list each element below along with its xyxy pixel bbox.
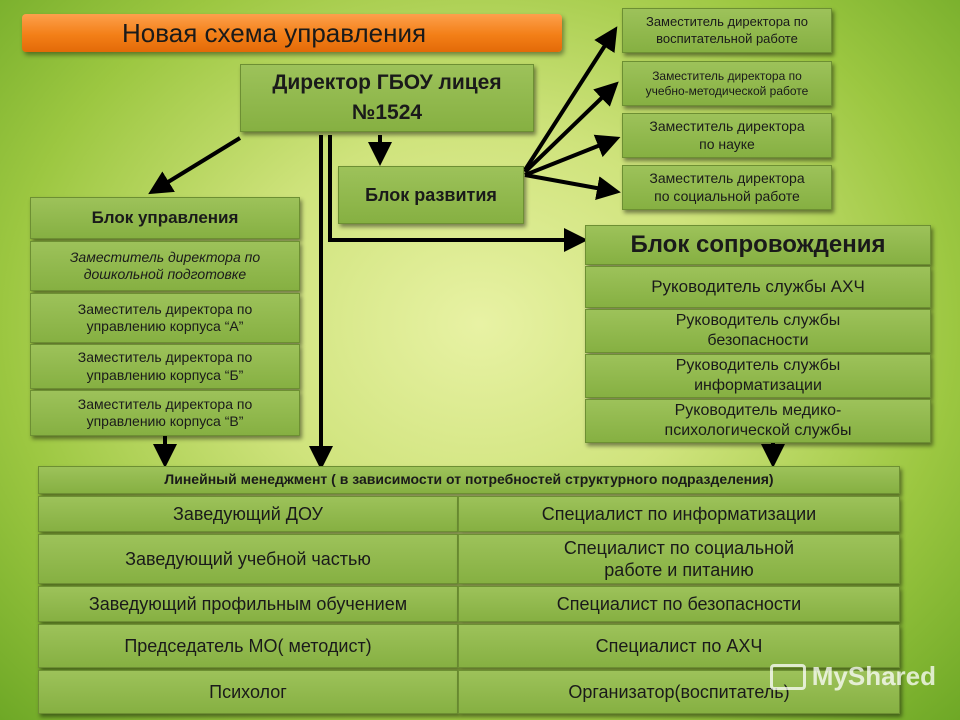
management-item-1-line2: дошкольной подготовке: [83, 266, 247, 282]
support-item-4-line2: психологической службы: [664, 422, 852, 439]
dev-deputy-4: Заместитель директора по социальной рабо…: [622, 165, 832, 210]
support-item-2-line1: Руководитель службы: [675, 312, 841, 329]
support-item-2-line2: безопасности: [707, 332, 809, 349]
support-item-4: Руководитель медико- психологической слу…: [585, 399, 931, 443]
linear-management-header-text: Линейный менеджмент ( в зависимости от п…: [164, 471, 774, 488]
page-title: Новая схема управления: [22, 14, 562, 52]
arrow-dev-to-deputy-4: [524, 173, 621, 200]
support-item-1-line1: Руководитель службы АХЧ: [651, 277, 865, 297]
support-block-label: Блок сопровождения: [630, 231, 886, 258]
management-item-3-line2: управлению корпуса “Б”: [86, 366, 244, 383]
watermark: MyShared: [769, 661, 936, 692]
management-item-4-line1: Заместитель директора по: [77, 395, 253, 412]
management-item-2: Заместитель директора по управлению корп…: [30, 293, 300, 343]
dev-deputy-1-line2: воспитательной работе: [656, 30, 798, 46]
development-block-box: Блок развития: [338, 166, 524, 224]
dev-deputy-3-line1: Заместитель директора: [649, 118, 805, 134]
linear-left-1: Заведующий ДОУ: [38, 496, 458, 532]
presentation-icon: [769, 663, 806, 690]
dev-deputy-2-line1: Заместитель директора по: [652, 68, 802, 83]
management-item-4: Заместитель директора по управлению корп…: [30, 390, 300, 436]
management-item-2-line2: управлению корпуса “А”: [86, 318, 244, 334]
director-box: Директор ГБОУ лицея №1524: [240, 64, 534, 132]
dev-deputy-2: Заместитель директора по учебно-методиче…: [622, 61, 832, 106]
dev-deputy-1-line1: Заместитель директора по: [645, 14, 809, 30]
dev-deputy-2-line2: учебно-методической работе: [645, 83, 809, 98]
support-item-2: Руководитель службы безопасности: [585, 309, 931, 353]
linear-right-5-text: Организатор(воспитатель): [568, 681, 790, 702]
management-item-4-line2: управлению корпуса “В”: [86, 413, 244, 429]
support-item-3-line2: информатизации: [694, 377, 822, 394]
linear-left-5-text: Психолог: [209, 681, 287, 702]
linear-left-4: Председатель МО( методист): [38, 624, 458, 668]
management-block-header: Блок управления: [30, 197, 300, 239]
linear-right-2: Специалист по социальной работе и питани…: [458, 534, 900, 584]
linear-left-4-text: Председатель МО( методист): [124, 635, 372, 656]
management-item-1-line1: Заместитель директора по: [69, 248, 261, 265]
linear-right-3-text: Специалист по безопасности: [556, 593, 802, 614]
management-item-3: Заместитель директора по управлению корп…: [30, 344, 300, 389]
dev-deputy-1: Заместитель директора по воспитательной …: [622, 8, 832, 53]
arrow-director-to-support: [328, 135, 588, 252]
linear-left-2: Заведующий учебной частью: [38, 534, 458, 584]
director-line1: Директор ГБОУ лицея: [272, 70, 502, 94]
dev-deputy-4-line2: по социальной работе: [654, 187, 800, 204]
linear-right-2-line2: работе и питанию: [604, 560, 754, 580]
support-item-3: Руководитель службы информатизации: [585, 354, 931, 398]
linear-left-1-text: Заведующий ДОУ: [172, 503, 323, 524]
management-item-2-line1: Заместитель директора по: [77, 300, 253, 317]
watermark-text: MyShared: [811, 661, 936, 691]
linear-left-2-text: Заведующий учебной частью: [125, 548, 371, 569]
arrow-dev-to-deputy-3: [524, 134, 621, 177]
dev-deputy-3-line2: по науке: [699, 135, 755, 152]
management-block-label: Блок управления: [91, 208, 239, 228]
management-item-1: Заместитель директора по дошкольной подг…: [30, 241, 300, 291]
linear-right-1-text: Специалист по информатизации: [541, 503, 817, 524]
linear-right-1: Специалист по информатизации: [458, 496, 900, 532]
support-item-4-line1: Руководитель медико-: [674, 402, 842, 419]
arrow-director-to-management: [148, 136, 242, 195]
support-block-header: Блок сопровождения: [585, 225, 931, 265]
development-block-label: Блок развития: [365, 184, 497, 205]
director-line2: №1524: [351, 101, 423, 124]
linear-right-2-line1: Специалист по социальной: [563, 537, 795, 558]
linear-management-header: Линейный менеджмент ( в зависимости от п…: [38, 466, 900, 494]
linear-left-5: Психолог: [38, 670, 458, 714]
linear-right-5: Организатор(воспитатель): [458, 670, 900, 714]
dev-deputy-4-line1: Заместитель директора: [649, 170, 805, 186]
arrow-dev-to-deputy-2: [523, 81, 619, 174]
linear-right-4-text: Специалист по АХЧ: [595, 635, 763, 656]
support-item-1: Руководитель службы АХЧ: [585, 266, 931, 308]
linear-left-3-text: Заведующий профильным обучением: [88, 593, 408, 614]
management-item-3-line1: Заместитель директора по: [77, 349, 253, 365]
linear-left-3: Заведующий профильным обучением: [38, 586, 458, 622]
dev-deputy-3: Заместитель директора по науке: [622, 113, 832, 158]
arrow-dev-to-deputy-1: [523, 26, 618, 172]
linear-right-4: Специалист по АХЧ: [458, 624, 900, 668]
linear-right-3: Специалист по безопасности: [458, 586, 900, 622]
support-item-3-line1: Руководитель службы: [675, 357, 841, 374]
